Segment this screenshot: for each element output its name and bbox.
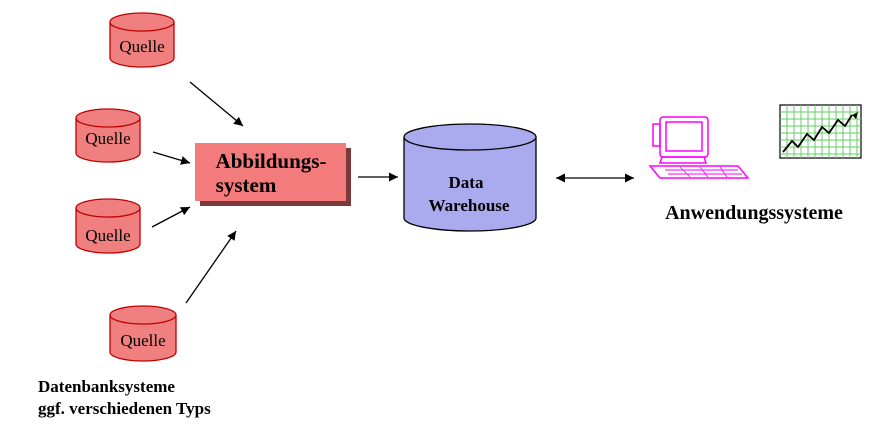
arrow-source2-to-mapping [152, 151, 191, 165]
arrow-source4-to-mapping [185, 230, 237, 304]
sources-caption-line2: ggf. verschiedenen Typs [38, 399, 211, 418]
source-db-1: Quelle [109, 12, 175, 68]
line-chart-icon [779, 104, 862, 159]
mapping-system-box: Abbildungs- system [195, 143, 351, 206]
source-db-label: Quelle [120, 331, 165, 350]
source-db-label: Quelle [85, 226, 130, 245]
source-db-3: Quelle [75, 198, 141, 254]
sources-caption-line1: Datenbanksysteme [38, 377, 175, 396]
source-db-4: Quelle [109, 305, 177, 362]
applications-label: Anwendungssysteme [665, 202, 843, 224]
source-db-label: Quelle [119, 37, 164, 56]
mapping-system-line1: Abbildungs- [216, 149, 327, 173]
source-db-label: Quelle [85, 129, 130, 148]
source-db-2: Quelle [75, 108, 141, 163]
mapping-system-line2: system [216, 173, 277, 197]
warehouse-line1: Data [449, 173, 484, 192]
arrow-source1-to-mapping [189, 81, 244, 127]
computer-icon [648, 116, 750, 179]
data-warehouse-cylinder: Data Warehouse [403, 123, 537, 232]
arrow-source3-to-mapping [151, 206, 191, 228]
warehouse-line2: Warehouse [429, 196, 510, 215]
